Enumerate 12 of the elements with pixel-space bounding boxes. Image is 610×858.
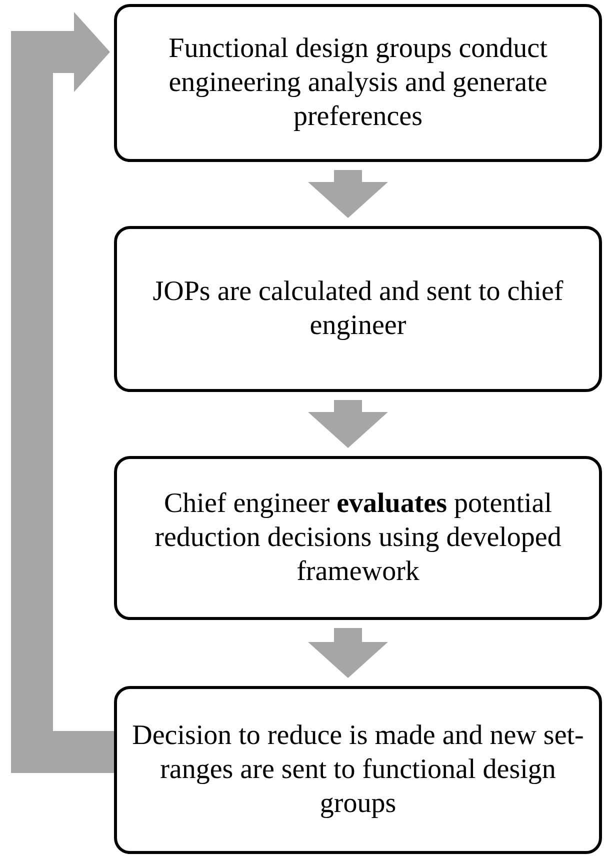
process-box (114, 226, 602, 392)
block-arrow (308, 170, 388, 218)
process-box (114, 4, 602, 162)
block-arrow (308, 628, 388, 678)
box-text: Chief engineer evaluates potential reduction decisions using developed framework (154, 487, 562, 589)
process-box (114, 456, 602, 620)
box-text: Functional design groups conduct engineering analysis and generate preferences (168, 32, 548, 134)
block-arrow (11, 12, 114, 773)
process-box (114, 686, 602, 854)
box-text: JOPs are calculated and sent to chief engineer (152, 275, 564, 343)
block-arrow (308, 400, 388, 448)
box-text: Decision to reduce is made and new set-ranges are sent to functional design groups (131, 719, 585, 821)
